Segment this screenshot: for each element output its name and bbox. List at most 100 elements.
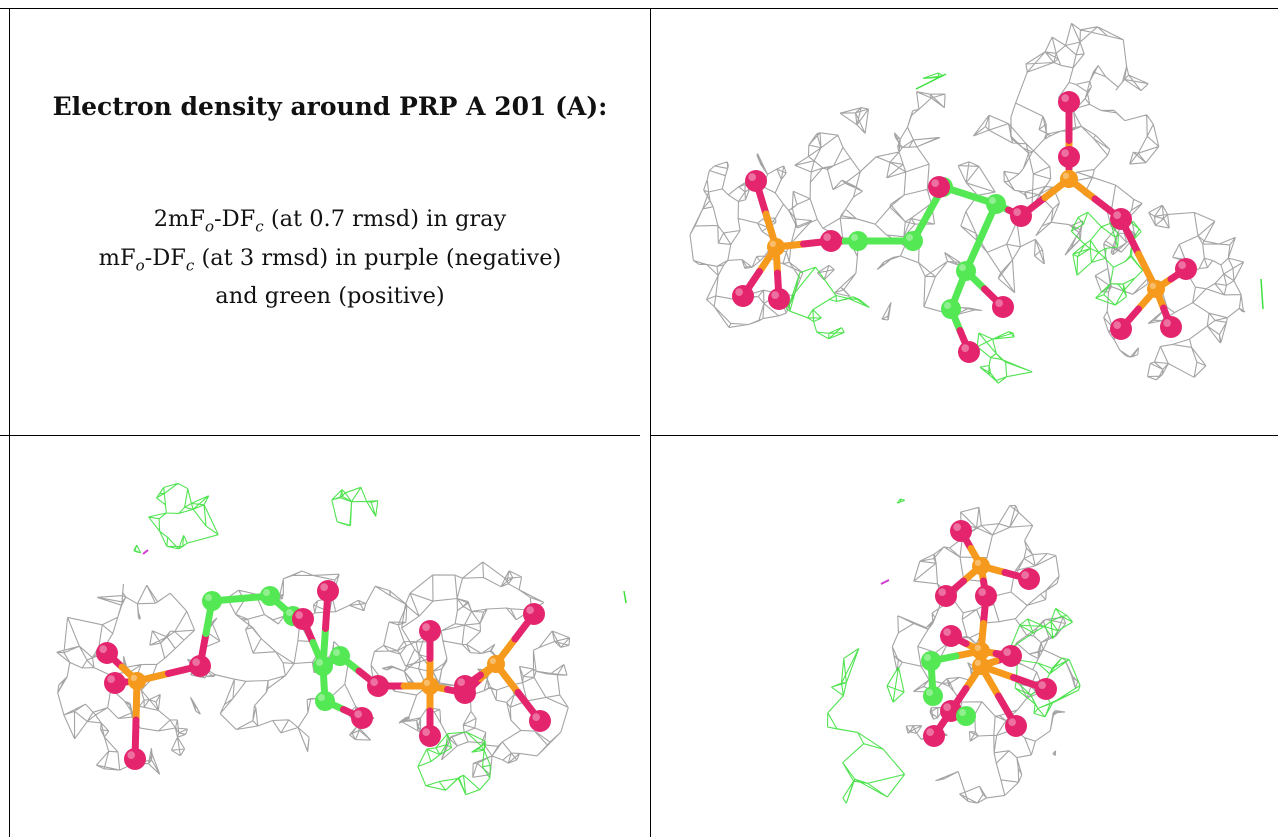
mol1-atom-0	[745, 170, 767, 192]
mol3-atom-8	[923, 686, 943, 706]
mol1-atom-12-highlight	[944, 302, 951, 309]
mol1-atom-5-highlight	[851, 234, 858, 241]
mol2-atom-22	[454, 675, 476, 697]
purple-fragment	[880, 579, 890, 585]
molecule-density-view-2	[56, 482, 627, 796]
mol3-atom-9	[1000, 645, 1022, 667]
mol3-atom-6-highlight	[943, 628, 951, 636]
mol3-atom-13	[1005, 715, 1027, 737]
mol2-atom-22-highlight	[457, 678, 465, 686]
mol2-atom-19-highlight	[489, 657, 496, 664]
green-mesh-upper	[331, 486, 379, 527]
caption-line-1: 2mFo-DFc (at 0.7 rmsd) in gray	[153, 206, 507, 236]
mol1-atom-12	[941, 299, 961, 319]
mol3-atom-1	[972, 557, 990, 575]
gray-mesh-right	[1094, 204, 1246, 381]
mol1-atom-14-highlight	[1013, 208, 1021, 216]
mol3-atom-5-highlight	[974, 644, 981, 651]
mol2-atom-6	[260, 586, 280, 606]
mol3-atom-14	[923, 725, 945, 747]
mol3-atom-1-highlight	[974, 559, 981, 566]
mol1-atom-9	[986, 194, 1006, 214]
mol2-atom-2	[104, 672, 126, 694]
mol1-atom-9-highlight	[989, 197, 996, 204]
mol2-atom-17	[419, 725, 441, 747]
mol1-atom-18-highlight	[1113, 211, 1121, 219]
mol3-atom-11	[1035, 678, 1057, 700]
mol1-atom-20	[1175, 258, 1197, 280]
mol3-atom-3-highlight	[938, 588, 946, 596]
mol3-atom-4	[975, 585, 997, 607]
mol1-atom-22-highlight	[1113, 321, 1121, 329]
mol1-atom-0-highlight	[748, 173, 756, 181]
mol2-atom-1-highlight	[130, 674, 137, 681]
mol1-atom-17-highlight	[1061, 149, 1069, 157]
mol3-atom-12-highlight	[943, 703, 951, 711]
mol1-atom-6-highlight	[906, 234, 913, 241]
mol2-atom-8-highlight	[295, 611, 303, 619]
mol2-atom-11-highlight	[318, 694, 325, 701]
top-border	[0, 8, 1278, 9]
mol2-atom-0-highlight	[99, 645, 107, 653]
mol1-atom-6	[903, 231, 923, 251]
mol3-atom-7	[921, 651, 941, 671]
mol3-atom-15	[956, 706, 976, 726]
mol2-atom-0	[96, 642, 118, 664]
mol2-atom-9	[313, 656, 333, 676]
mol1-atom-15	[1060, 170, 1078, 188]
mol3-atom-8-highlight	[926, 689, 933, 696]
mol2-atom-9-highlight	[316, 659, 323, 666]
mol2-atom-16	[419, 620, 441, 642]
mol2-atom-5-highlight	[205, 594, 212, 601]
green-mesh-bottom	[417, 731, 491, 796]
mol1-atom-18	[1110, 208, 1132, 230]
mol1-atom-20-highlight	[1178, 261, 1186, 269]
mol2-atom-2-highlight	[107, 675, 115, 683]
mol1-atom-21-highlight	[1163, 319, 1171, 327]
middle-divider-left	[0, 435, 640, 436]
mol2-atom-13-highlight	[333, 649, 340, 656]
mol1-atom-3	[732, 285, 754, 307]
gray-mesh-center	[788, 91, 1052, 321]
mol1-atom-5	[848, 231, 868, 251]
mol3-atom-13-highlight	[1008, 718, 1016, 726]
purple-fragment	[142, 549, 149, 555]
mol2-atom-19	[487, 655, 505, 673]
mol3-atom-10-highlight	[974, 659, 981, 666]
left-border	[9, 8, 10, 837]
mol2-atom-20-highlight	[526, 606, 535, 614]
mol1-atom-1	[767, 238, 785, 256]
molecule-density-view-3	[826, 498, 1081, 804]
mol1-atom-16-highlight	[1061, 94, 1069, 102]
middle-divider-right	[650, 435, 1278, 436]
mol2-atom-3	[124, 748, 146, 770]
green-mesh-bottom	[976, 331, 1033, 384]
mol3-atom-3	[935, 585, 957, 607]
mol2-atom-8	[292, 608, 314, 630]
mol1-atom-1-highlight	[769, 240, 776, 248]
mol3-atom-2-highlight	[1021, 571, 1029, 579]
mol3-atom-15-highlight	[959, 709, 966, 716]
mol1-atom-10	[956, 261, 976, 281]
green-mesh-low	[785, 266, 870, 340]
green-mesh-tiny	[133, 544, 142, 554]
mol2-atom-5	[202, 591, 222, 611]
mol3-atom-6	[940, 625, 962, 647]
caption-line-2: mFo-DFc (at 3 rmsd) in purple (negative)	[98, 244, 562, 275]
caption-description: 2mFo-DFc (at 0.7 rmsd) in gray mFo-DFc (…	[10, 204, 650, 312]
mol2-atom-15	[421, 677, 439, 695]
molecule-density-view-1	[689, 22, 1264, 384]
mol3-atom-9-highlight	[1003, 648, 1011, 656]
mol2-atom-16-highlight	[422, 623, 430, 631]
mol1-atom-15-highlight	[1062, 172, 1069, 180]
mol3-atom-7-highlight	[924, 654, 931, 661]
mol2-atom-20	[523, 603, 545, 625]
mol2-atom-10-highlight	[320, 583, 328, 591]
mol2-atom-3-highlight	[127, 751, 135, 759]
mol2-atom-7-highlight	[286, 609, 293, 616]
mol2-atom-12-highlight	[354, 710, 362, 718]
mol1-atom-17	[1058, 146, 1080, 168]
mol1-atom-8	[928, 176, 950, 198]
green-fragment-right	[623, 590, 627, 604]
